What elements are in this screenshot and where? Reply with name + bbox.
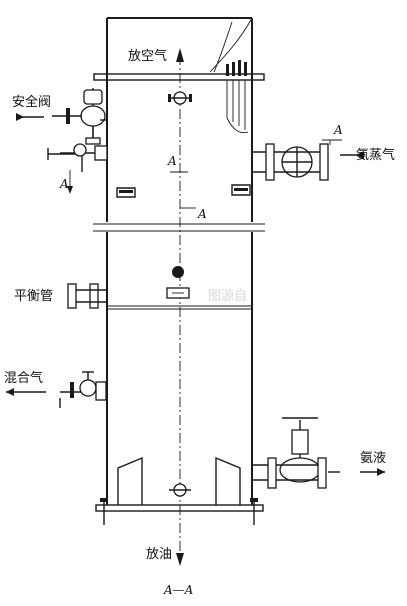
balance-pipe bbox=[67, 283, 107, 309]
label-oil-drain: 放油 bbox=[146, 547, 172, 562]
section-title: A—A bbox=[163, 583, 194, 597]
label-mixed-gas: 混合气 bbox=[4, 370, 43, 386]
inner-baffle bbox=[209, 17, 253, 134]
center-axis bbox=[176, 48, 184, 566]
label-ammonia-vapor: 氨蒸气 bbox=[356, 147, 395, 163]
liquid-ammonia-outlet bbox=[252, 417, 385, 489]
label-section-a-left: A bbox=[59, 177, 69, 191]
vessel-shell bbox=[93, 17, 265, 505]
label-liquid-ammonia: 氨液 bbox=[360, 451, 386, 466]
section-mark-a2: A bbox=[197, 207, 207, 221]
watermark: 图源自 bbox=[208, 289, 247, 304]
safety-valve bbox=[16, 88, 108, 194]
mixed-gas-inlet bbox=[6, 371, 107, 408]
top-center-fitting bbox=[168, 91, 192, 105]
section-mark-a1: A bbox=[167, 154, 177, 168]
section-marker-inner: A A bbox=[167, 154, 207, 221]
label-safety-valve: 安全阀 bbox=[12, 94, 51, 110]
inspection-slots bbox=[116, 184, 251, 198]
support-legs bbox=[95, 456, 264, 525]
label-balance-pipe: 平衡管 bbox=[14, 289, 53, 304]
bottom-center-fitting bbox=[169, 483, 191, 497]
ammonia-vapor-outlet bbox=[252, 139, 364, 181]
label-section-a-right: A bbox=[333, 123, 343, 137]
mid-center-fitting bbox=[166, 266, 190, 299]
label-vent-gas: 放空气 bbox=[128, 48, 167, 64]
